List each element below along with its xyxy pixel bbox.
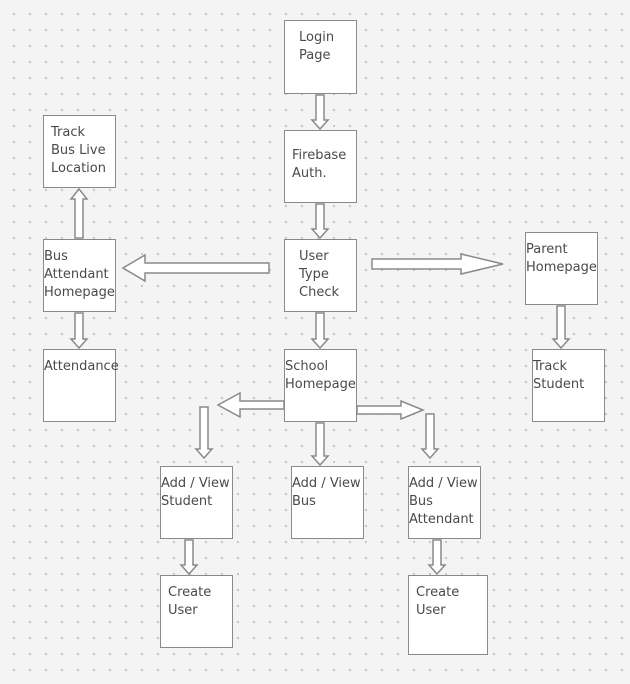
arrow-to-addattendant: [420, 413, 440, 460]
node-track-student: Track Student: [532, 349, 605, 422]
node-login-page: Login Page: [284, 20, 357, 94]
arrow-login-to-firebase: [310, 94, 330, 131]
arrow-usertype-to-school: [310, 312, 330, 350]
arrow-busattendant-to-trackbus: [69, 187, 89, 239]
node-create-user-attendant: Create User: [408, 575, 488, 655]
arrow-addattendant-to-createuser: [427, 539, 447, 576]
node-add-view-bus-attendant: Add / View Bus Attendant: [408, 466, 481, 539]
arrow-parent-to-trackstudent: [551, 305, 571, 350]
node-track-bus-live-location: Track Bus Live Location: [43, 115, 116, 188]
arrow-school-to-addbus: [310, 422, 330, 467]
node-school-homepage: School Homepage: [284, 349, 357, 422]
arrow-school-right: [356, 399, 425, 421]
node-create-user-student: Create User: [160, 575, 233, 648]
node-firebase-auth: Firebase Auth.: [284, 130, 357, 203]
arrow-addstudent-to-createuser: [179, 539, 199, 576]
node-attendance: Attendance: [43, 349, 119, 422]
arrow-to-addstudent: [194, 406, 214, 460]
arrow-school-left: [216, 391, 285, 419]
arrow-busattendant-to-attendance: [69, 312, 89, 350]
node-parent-homepage: Parent Homepage: [525, 232, 598, 305]
node-user-type-check: User Type Check: [284, 239, 357, 312]
arrow-firebase-to-usertype: [310, 203, 330, 240]
arrow-usertype-to-busattendant: [121, 253, 270, 283]
node-bus-attendant-homepage: Bus Attendant Homepage: [43, 239, 116, 312]
arrow-usertype-to-parent: [371, 253, 504, 275]
node-add-view-bus: Add / View Bus: [291, 466, 364, 539]
node-add-view-student: Add / View Student: [160, 466, 233, 539]
